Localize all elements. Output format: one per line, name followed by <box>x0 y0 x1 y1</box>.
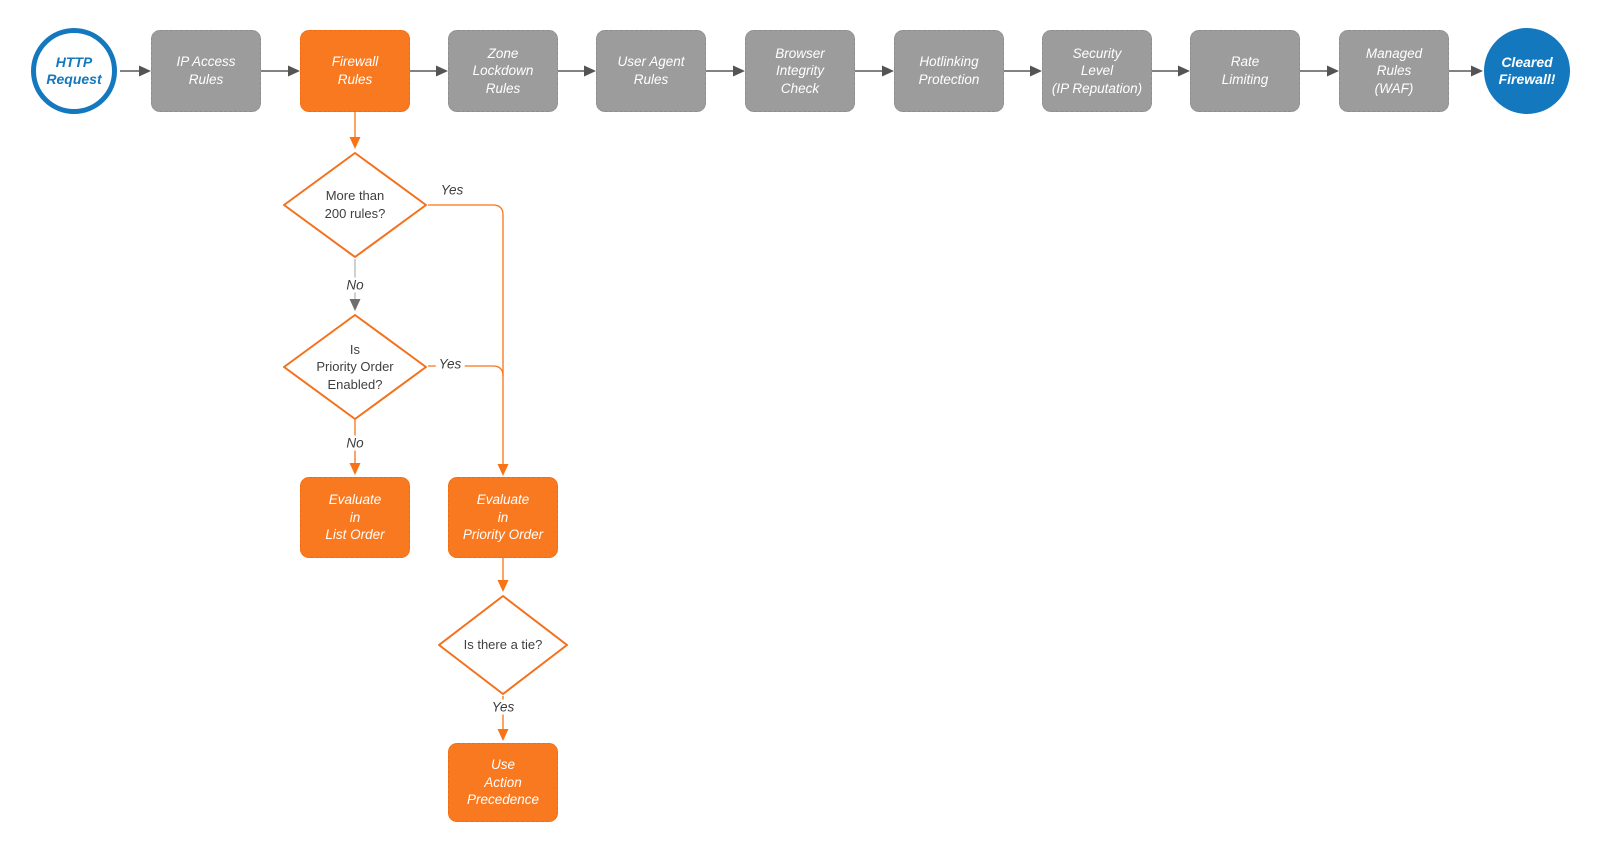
decision-label: Is there a tie? <box>463 637 543 653</box>
node-user-agent-rules: User Agent Rules <box>596 30 706 112</box>
node-ip-access-rules: IP Access Rules <box>151 30 261 112</box>
node-hotlinking-protection: Hotlinking Protection <box>894 30 1004 112</box>
node-http-request: HTTP Request <box>31 28 117 114</box>
diamond-shape <box>438 595 568 695</box>
node-rate-limiting: Rate Limiting <box>1190 30 1300 112</box>
node-cleared-firewall: Cleared Firewall! <box>1484 28 1570 114</box>
decision-label: Is Priority Order Enabled? <box>316 341 394 392</box>
node-security-level: Security Level (IP Reputation) <box>1042 30 1152 112</box>
edge-label-tie-yes: Yes <box>488 699 518 715</box>
action-evaluate-in-list-order: Evaluate in List Order <box>300 477 410 558</box>
node-firewall-rules: Firewall Rules <box>300 30 410 112</box>
diamond-shape <box>283 152 427 258</box>
node-browser-integrity-check: Browser Integrity Check <box>745 30 855 112</box>
decision-priority-order-enabled: Is Priority Order Enabled? <box>282 313 428 421</box>
node-managed-rules-waf: Managed Rules (WAF) <box>1339 30 1449 112</box>
decision-label: More than 200 rules? <box>324 188 386 221</box>
edge-label-rules-yes: Yes <box>437 182 467 198</box>
decision-is-there-a-tie: Is there a tie? <box>437 594 569 696</box>
edge-label-priority-no: No <box>343 435 367 451</box>
action-evaluate-in-priority-order: Evaluate in Priority Order <box>448 477 558 558</box>
edge-label-rules-no: No <box>343 277 367 293</box>
diamond-shape <box>283 314 427 420</box>
action-use-action-precedence: Use Action Precedence <box>448 743 558 822</box>
decision-more-than-200-rules: More than 200 rules? <box>282 151 428 259</box>
edge-label-priority-yes: Yes <box>435 356 465 372</box>
node-zone-lockdown-rules: Zone Lockdown Rules <box>448 30 558 112</box>
